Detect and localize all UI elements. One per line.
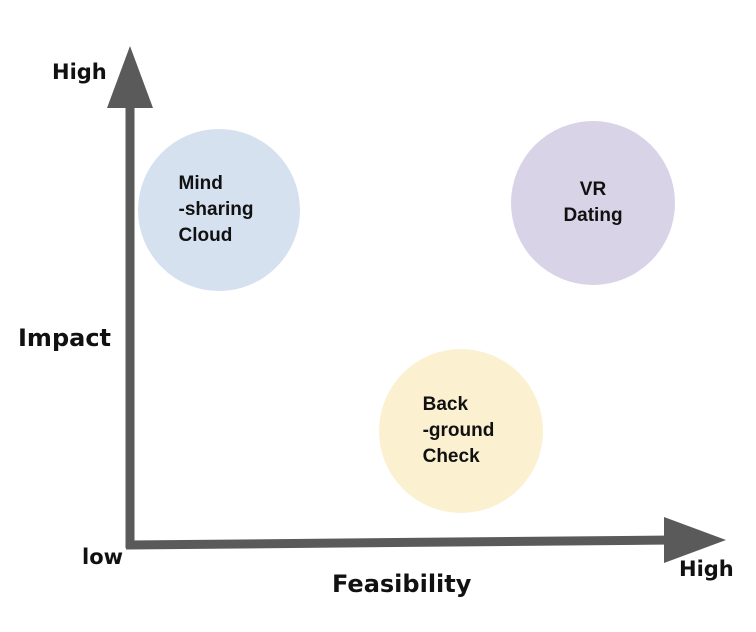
idea-label-mind-sharing-cloud: Mind -sharing Cloud (178, 173, 254, 246)
x-axis-arrowhead (664, 517, 726, 563)
idea-bubble-mind-sharing-cloud: Mind -sharing Cloud (138, 129, 300, 291)
idea-label-vr-dating: VR Dating (563, 179, 623, 226)
y-axis-arrowhead (107, 46, 153, 108)
x-axis-high-label: High (679, 557, 734, 581)
idea-bubble-background-check: Back -ground Check (379, 349, 543, 513)
x-axis-line (125, 535, 673, 550)
origin-low-label: low (82, 545, 124, 569)
x-axis-title: Feasibility (332, 570, 472, 598)
idea-bubble-vr-dating: VR Dating (511, 121, 675, 285)
y-axis-title: Impact (18, 324, 112, 352)
y-axis-high-label: High (52, 60, 107, 84)
idea-label-background-check: Back -ground Check (422, 394, 495, 467)
